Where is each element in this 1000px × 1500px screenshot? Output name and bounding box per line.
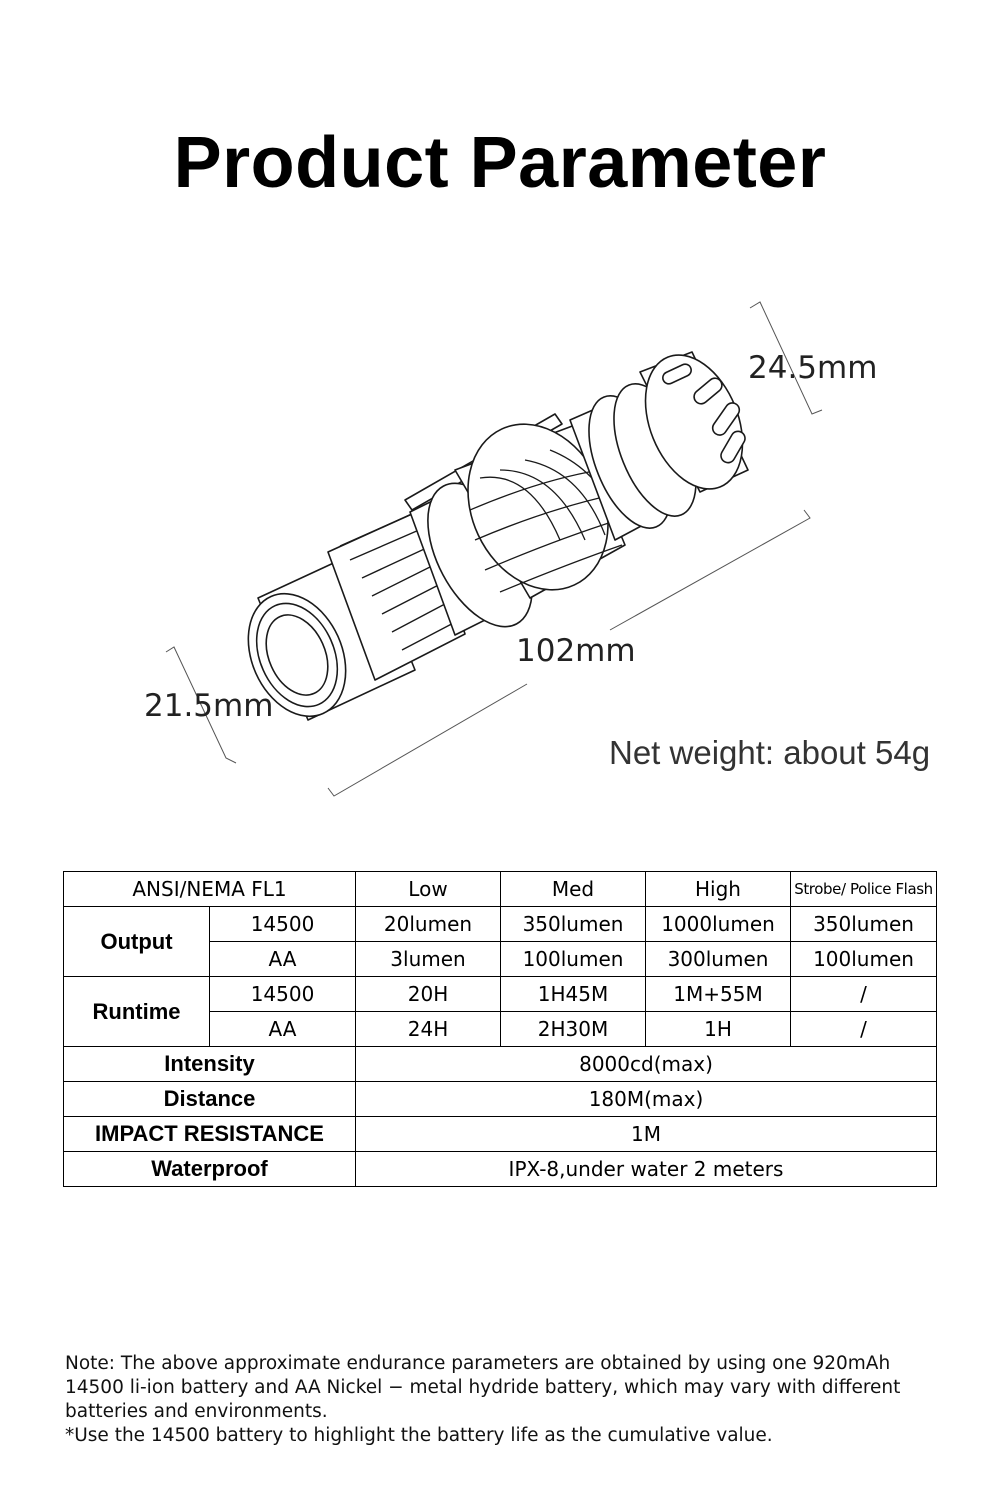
battery-cell: 14500 <box>209 906 356 942</box>
table-cell: 20lumen <box>355 906 501 942</box>
table-cell: 100lumen <box>790 941 937 977</box>
table-cell: 24H <box>355 1011 501 1047</box>
battery-cell: AA <box>209 941 356 977</box>
table-cell: / <box>790 1011 937 1047</box>
length-dimension-line <box>327 683 528 797</box>
table-cell: / <box>790 976 937 1012</box>
intensity-label: Intensity <box>63 1046 356 1082</box>
parameter-table: ANSI/NEMA FL1 Low Med High Strobe/ Polic… <box>63 871 937 1187</box>
flashlight-illustration <box>165 301 823 797</box>
table-row: AA 3lumen 100lumen 300lumen 100lumen <box>64 941 937 977</box>
mode-high-header: High <box>645 871 791 907</box>
table-row: IMPACT RESISTANCE 1M <box>63 1116 937 1152</box>
table-cell: 1H45M <box>500 976 646 1012</box>
impact-resistance-value: 1M <box>355 1116 937 1152</box>
table-row: Waterproof IPX-8,under water 2 meters <box>63 1151 937 1187</box>
table-cell: 1H <box>645 1011 791 1047</box>
standard-header: ANSI/NEMA FL1 <box>63 871 356 907</box>
tail-dimension-line <box>165 646 237 764</box>
table-cell: 1000lumen <box>645 906 791 942</box>
table-cell: 350lumen <box>500 906 646 942</box>
tail-diameter-label: 21.5mm <box>144 688 274 724</box>
page-title: Product Parameter <box>173 123 827 203</box>
table-row: Output 14500 20lumen 350lumen 1000lumen … <box>63 906 937 977</box>
battery-cell: AA <box>209 1011 356 1047</box>
table-cell: 20H <box>355 976 501 1012</box>
table-cell: 300lumen <box>645 941 791 977</box>
table-cell: 2H30M <box>500 1011 646 1047</box>
waterproof-label: Waterproof <box>63 1151 356 1187</box>
mode-med-header: Med <box>500 871 646 907</box>
table-row: Distance 180M(max) <box>63 1081 937 1117</box>
net-weight: Net weight: about 54g <box>609 734 931 771</box>
head-dimension-line <box>749 301 823 415</box>
impact-resistance-label: IMPACT RESISTANCE <box>63 1116 356 1152</box>
output-label: Output <box>63 906 210 977</box>
table-row: Runtime 14500 20H 1H45M 1M+55M / <box>63 976 937 1047</box>
battery-cell: 14500 <box>209 976 356 1012</box>
table-cell: 100lumen <box>500 941 646 977</box>
table-cell: 3lumen <box>355 941 501 977</box>
distance-label: Distance <box>63 1081 356 1117</box>
table-cell: 350lumen <box>790 906 937 942</box>
mode-low-header: Low <box>355 871 501 907</box>
note-footnote: *Use the 14500 battery to highlight the … <box>65 1425 773 1446</box>
table-row: Intensity 8000cd(max) <box>63 1046 937 1082</box>
table-header-row: ANSI/NEMA FL1 Low Med High Strobe/ Polic… <box>63 871 937 907</box>
endurance-note: Note: The above approximate endurance pa… <box>65 1352 945 1448</box>
table-cell: 1M+55M <box>645 976 791 1012</box>
mode-strobe-header: Strobe/ Police Flash <box>790 871 937 907</box>
intensity-value: 8000cd(max) <box>355 1046 937 1082</box>
runtime-label: Runtime <box>63 976 210 1047</box>
note-text: Note: The above approximate endurance pa… <box>65 1353 901 1422</box>
length-label: 102mm <box>516 633 636 669</box>
distance-value: 180M(max) <box>355 1081 937 1117</box>
head-diameter-label: 24.5mm <box>748 350 878 386</box>
waterproof-value: IPX-8,under water 2 meters <box>355 1151 937 1187</box>
